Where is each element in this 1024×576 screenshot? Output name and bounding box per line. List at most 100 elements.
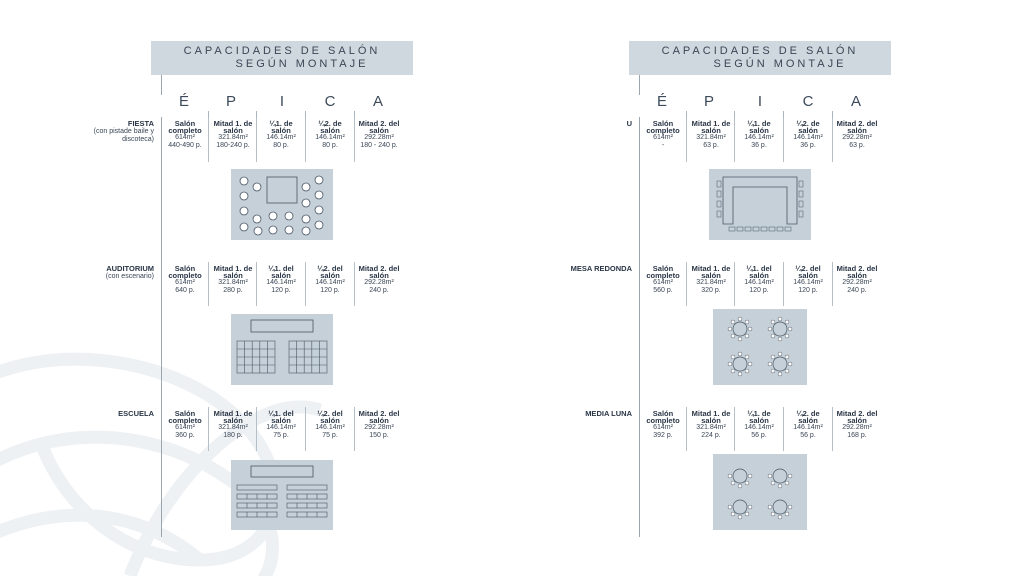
- round-tables-with-chairs-icon: [727, 316, 793, 377]
- cell-capacity: 240 p.: [847, 286, 867, 294]
- divider: [305, 262, 306, 306]
- cell-area: 292.28m²: [842, 134, 872, 141]
- cell-name: Salón completo: [646, 119, 680, 135]
- divider: [305, 111, 306, 121]
- cell-capacity: 63 p.: [849, 141, 865, 149]
- cell-area: 321.84m²: [696, 279, 726, 286]
- cell-capacity: 75 p.: [273, 431, 289, 439]
- cell-name: Salón completo: [646, 409, 680, 425]
- cell-capacity: 150 p.: [369, 431, 389, 439]
- section-title: U: [626, 119, 632, 128]
- divider: [686, 262, 687, 306]
- section-title: MEDIA LUNA: [585, 409, 632, 418]
- divider: [783, 407, 784, 451]
- left-header-line2: SEGÚN MONTAJE: [235, 58, 369, 70]
- divider: [686, 111, 687, 121]
- cell-area: 321.84m²: [218, 424, 248, 431]
- cell-area: 292.28m²: [364, 424, 394, 431]
- section-title: AUDITORIUM: [106, 264, 154, 273]
- cell-area: 614m²: [175, 279, 195, 286]
- cell-area: 146.14m²: [315, 279, 345, 286]
- letter: C: [802, 93, 814, 110]
- half-moon-tables-icon: [727, 468, 793, 520]
- cell-area: 614m²: [175, 134, 195, 141]
- divider: [686, 407, 687, 451]
- divider: [783, 111, 784, 121]
- cell-name: ¼2. del salón: [317, 264, 343, 280]
- divider: [208, 111, 209, 121]
- section-label-escuela: ESCUELA: [92, 410, 154, 418]
- cell-area: 146.14m²: [744, 134, 774, 141]
- divider: [354, 407, 355, 451]
- left-header-line: [161, 75, 162, 95]
- divider: [256, 407, 257, 451]
- left-header: CAPACIDADES DE SALÓN SEGÚN MONTAJE: [151, 41, 413, 75]
- cell-area: 146.14m²: [315, 424, 345, 431]
- section-title: MESA REDONDA: [570, 264, 632, 273]
- cell-capacity: 36 p.: [800, 141, 816, 149]
- cell-name: ¼1. de salón: [747, 119, 771, 135]
- cell-capacity: -: [661, 141, 665, 149]
- cell-area: 146.14m²: [793, 279, 823, 286]
- cell-capacity: 180-240 p.: [216, 141, 250, 149]
- divider: [256, 111, 257, 121]
- cell-capacity: 36 p.: [751, 141, 767, 149]
- divider: [305, 407, 306, 451]
- cell-capacity: 120 p.: [798, 286, 818, 294]
- cell-area: 321.84m²: [696, 424, 726, 431]
- cell-name: Mitad 1. de salón: [213, 264, 253, 280]
- cell-area: 321.84m²: [696, 134, 726, 141]
- cell-capacity: 80 p.: [273, 141, 289, 149]
- cell-area: 146.14m²: [744, 279, 774, 286]
- cell-capacity: 75 p.: [322, 431, 338, 439]
- cell-name: Mitad 1. de salón: [691, 409, 731, 425]
- round-table-layout-diagram: [713, 309, 807, 385]
- cell-name: Mitad 2. del salón: [836, 264, 878, 280]
- cell-name: ¼2. de salón: [796, 119, 820, 135]
- divider: [305, 118, 306, 162]
- cell-name: Mitad 2. del salón: [358, 119, 400, 135]
- cell-name: ¼2. del salón: [317, 409, 343, 425]
- divider: [832, 118, 833, 162]
- cell-capacity: 180 - 240 p.: [360, 141, 398, 149]
- right-main-line: [639, 117, 640, 537]
- section-label-fiesta: FIESTA (con pistade baile y discoteca): [92, 120, 154, 144]
- cell-name: Mitad 1. de salón: [213, 119, 253, 135]
- section-label-u: U: [570, 120, 632, 128]
- cell-area: 146.14m²: [266, 279, 296, 286]
- cell-name: ¼1. de salón: [747, 409, 771, 425]
- cell-name: Mitad 2. del salón: [836, 409, 878, 425]
- cell-name: Mitad 1. de salón: [691, 264, 731, 280]
- cell-name: Salón completo: [168, 409, 202, 425]
- divider: [832, 262, 833, 306]
- letter: A: [850, 93, 861, 110]
- cell-name: Salón completo: [646, 264, 680, 280]
- auditorium-layout-diagram: [231, 314, 333, 385]
- letter: A: [372, 93, 383, 110]
- section-title: ESCUELA: [118, 409, 154, 418]
- cell-capacity: 440-490 p.: [168, 141, 202, 149]
- section-subtitle: (con escenario): [105, 273, 154, 280]
- letter: P: [703, 93, 714, 110]
- cell-name: Mitad 2. del salón: [358, 264, 400, 280]
